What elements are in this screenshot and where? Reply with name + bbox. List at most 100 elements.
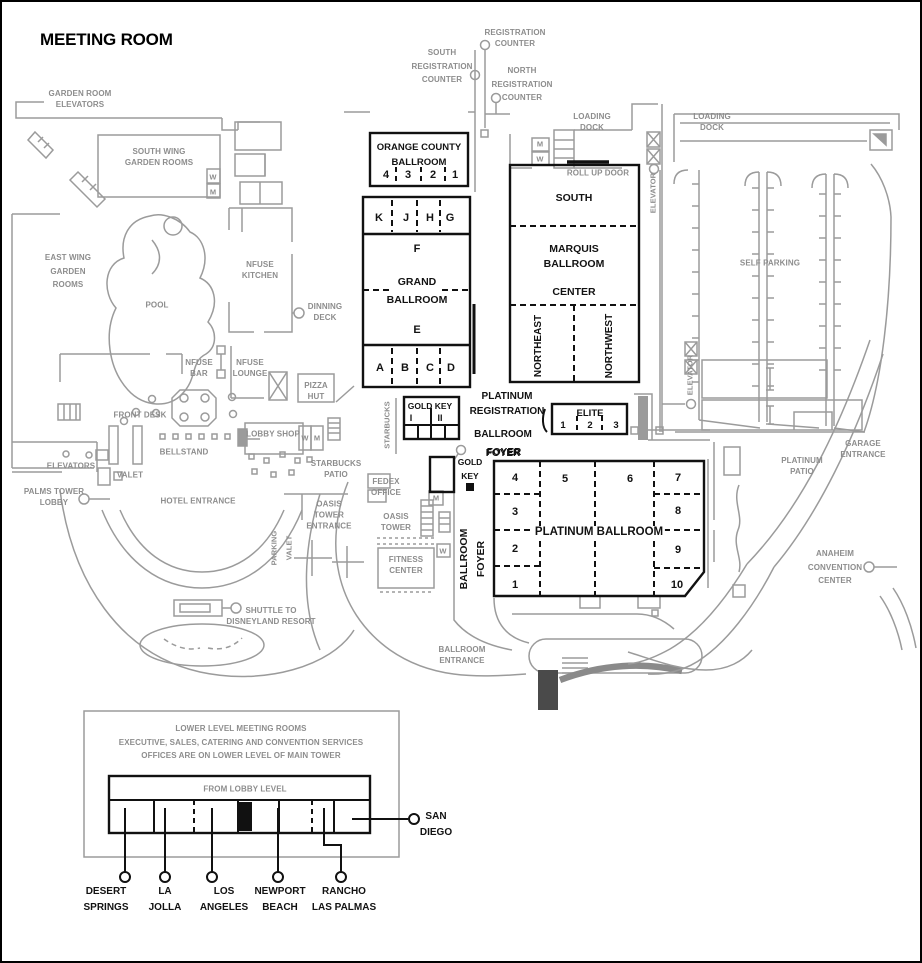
room-grand-k: K — [375, 212, 383, 224]
label-starbucks-vertical: STARBUCKS — [382, 401, 392, 449]
room-platinum-5: 5 — [561, 473, 569, 485]
label-fedex-office: FEDEX OFFICE — [371, 477, 401, 497]
page-title: MEETING ROOM — [40, 30, 173, 49]
room-platinum-6: 6 — [626, 473, 634, 485]
label-oasis-tower: OASIS TOWER — [380, 512, 412, 532]
room-marquis-ballroom: MARQUIS BALLROOM — [543, 243, 605, 270]
room-platinum-9: 9 — [674, 544, 682, 556]
room-grand-j: J — [402, 212, 410, 224]
label-north-registration-counter: NORTH REGISTRATION COUNTER — [491, 65, 553, 102]
room-orange-county-1: 1 — [451, 169, 459, 181]
room-platinum-2: 2 — [511, 543, 519, 555]
label-bellstand: BELLSTAND — [159, 447, 209, 457]
label-south-registration-counter: SOUTH REGISTRATION COUNTER — [411, 47, 473, 84]
label-ballroom-foyer: BALLROOM FOYER — [474, 429, 532, 459]
room-grand-c: C — [426, 362, 434, 374]
label-loading-dock-2: LOADING DOCK — [693, 112, 731, 132]
room-platinum-10: 10 — [670, 579, 684, 591]
room-marquis-center: CENTER — [552, 286, 596, 298]
label-parking-vertical: PARKING — [269, 530, 279, 566]
label-pizza-hut: PIZZA HUT — [304, 381, 328, 401]
label-nfuse-bar: NFUSE BAR — [185, 358, 213, 378]
label-nfuse-kitchen: NFUSE KITCHEN — [241, 260, 279, 280]
restroom-w-icon: W — [301, 433, 309, 443]
room-grand-d: D — [447, 362, 455, 374]
label-platinum-patio: PLATINUM PATIO — [781, 456, 823, 476]
room-san-diego: SAN DIEGO — [419, 811, 453, 838]
restroom-m-icon: M — [209, 187, 217, 197]
restroom-m-icon: M — [432, 493, 440, 503]
label-valet: VALET — [116, 470, 144, 480]
room-grand-b: B — [401, 362, 409, 374]
room-desert-springs: DESERT SPRINGS — [83, 886, 129, 913]
room-orange-county-4: 4 — [382, 169, 390, 181]
room-elite: ELITE — [576, 408, 604, 419]
restroom-w-icon: W — [209, 172, 217, 182]
room-elite-1: 1 — [560, 420, 566, 431]
room-platinum-7: 7 — [674, 472, 682, 484]
room-marquis-south: SOUTH — [555, 192, 593, 204]
room-grand-h: H — [426, 212, 434, 224]
label-nfuse-lounge: NFUSE LOUNGE — [232, 358, 268, 378]
label-east-wing-garden-rooms: EAST WING GARDEN ROOMS — [44, 252, 92, 289]
label-elevator-south-vertical: ELEVATOR — [685, 354, 695, 396]
room-marquis-northwest: NORTHWEST — [604, 313, 615, 379]
room-orange-county-ballroom: ORANGE COUNTY BALLROOM — [376, 142, 462, 168]
room-elite-2: 2 — [587, 420, 593, 431]
label-foyer: FOYER — [486, 447, 522, 458]
room-la-jolla: LA JOLLA — [148, 886, 182, 913]
label-gold-key-marker: GOLD KEY — [457, 457, 483, 481]
label-elevator-north-vertical: ELEVATOR — [648, 172, 658, 214]
room-grand-g: G — [445, 212, 455, 224]
label-loading-dock-1: LOADING DOCK — [573, 112, 611, 132]
room-marquis-northeast: NORTHEAST — [533, 314, 544, 378]
label-starbucks-patio: STARBUCKS PATIO — [310, 459, 362, 479]
room-gold-key-1: I — [409, 413, 413, 423]
room-platinum-1: 1 — [511, 579, 519, 591]
label-anaheim-convention-center: ANAHEIM CONVENTION CENTER — [807, 548, 863, 585]
label-palms-tower-lobby: PALMS TOWER LOBBY — [23, 487, 85, 507]
label-front-desk: FRONT DESK — [113, 410, 167, 420]
label-garden-room-elevators: GARDEN ROOM ELEVATORS — [48, 89, 112, 109]
label-lobby-shop: LOBBY SHOP — [246, 429, 300, 439]
restroom-m-icon: M — [313, 433, 321, 443]
label-from-lobby-level: FROM LOBBY LEVEL — [203, 784, 287, 794]
label-registration-counter: REGISTRATION COUNTER — [484, 28, 546, 48]
room-grand-ballroom: GRAND BALLROOM — [386, 276, 448, 306]
room-platinum-3: 3 — [511, 506, 519, 518]
label-lower-level-note: LOWER LEVEL MEETING ROOMS EXECUTIVE, SAL… — [118, 723, 364, 760]
room-orange-county-2: 2 — [429, 169, 437, 181]
label-shuttle-disneyland: SHUTTLE TO DISNEYLAND RESORT — [226, 606, 316, 626]
restroom-w-icon: W — [536, 154, 544, 164]
room-rancho-las-palmas: RANCHO LAS PALMAS — [311, 886, 377, 913]
label-self-parking: SELF PARKING — [739, 258, 801, 268]
label-garage-entrance: GARAGE ENTRANCE — [840, 439, 886, 459]
room-newport-beach: NEWPORT BEACH — [254, 886, 306, 913]
label-ballroom-foyer-vertical: BALLROOM FOYER — [458, 528, 487, 590]
room-los-angeles: LOS ANGELES — [199, 886, 249, 913]
label-ballroom-entrance: BALLROOM ENTRANCE — [438, 645, 486, 665]
room-grand-a: A — [376, 362, 384, 374]
room-orange-county-3: 3 — [404, 169, 412, 181]
room-platinum-ballroom: PLATINUM BALLROOM — [532, 526, 666, 538]
label-dinning-deck: DINNING DECK — [307, 302, 343, 322]
label-hotel-entrance: HOTEL ENTRANCE — [160, 496, 236, 506]
room-gold-key: GOLD KEY — [407, 401, 453, 411]
room-grand-f: F — [413, 243, 421, 255]
label-south-wing-garden-rooms: SOUTH WING GARDEN ROOMS — [124, 147, 194, 167]
label-pool: POOL — [145, 300, 169, 310]
label-oasis-tower-entrance: OASIS TOWER ENTRANCE — [306, 499, 352, 531]
room-grand-e: E — [413, 324, 421, 336]
label-valet-vertical: VALET — [284, 535, 294, 561]
label-elevators: ELEVATORS — [46, 461, 96, 471]
room-gold-key-2: II — [437, 413, 443, 423]
restroom-w-icon: W — [439, 546, 447, 556]
label-platinum-registration: PLATINUM REGISTRATION — [469, 391, 545, 417]
room-platinum-8: 8 — [674, 505, 682, 517]
restroom-m-icon: M — [536, 139, 544, 149]
room-elite-3: 3 — [613, 420, 619, 431]
label-fitness-center: FITNESS CENTER — [388, 555, 424, 575]
label-roll-up-door: ROLL UP DOOR — [566, 168, 630, 178]
